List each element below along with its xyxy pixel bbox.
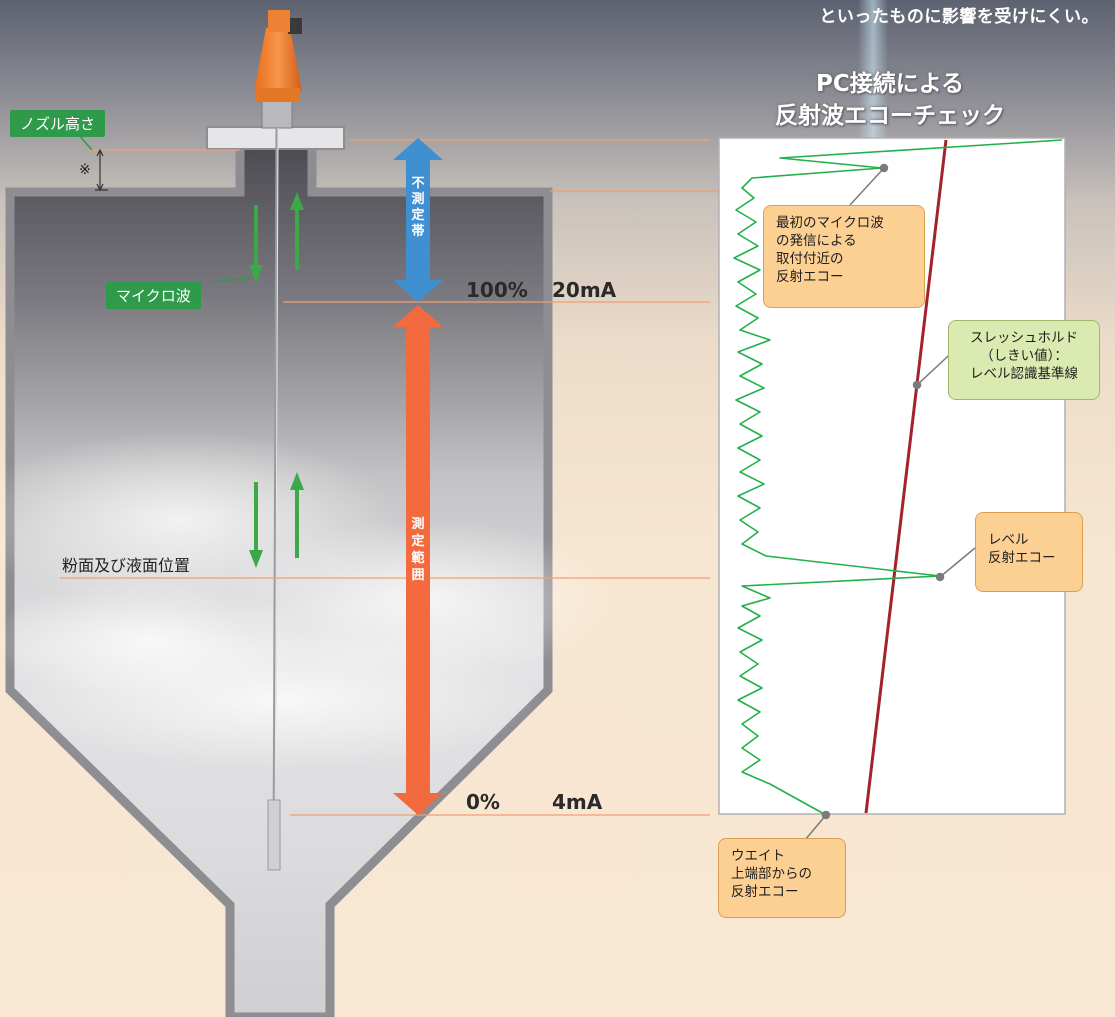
echo-trace [733,139,1063,816]
microwave-arrows [249,192,304,568]
kome-mark: ※ [79,162,91,178]
percent-100-label: 100% [466,278,528,302]
panel-title-line-1: PC接続による [815,71,965,97]
callout-first-echo: 最初のマイクロ波 の発信による 取付付近の 反射エコー [763,205,925,308]
probe-weight [267,799,281,871]
measuring-range-text: 測 定 範 囲 [411,517,425,583]
callout-level-echo: レベル 反射エコー [975,512,1083,592]
nozzle-height-marker [88,148,240,192]
measuring-range-arrow [393,305,443,815]
ma-4-label: 4mA [552,790,603,814]
sensor-head [254,10,302,129]
light-beam [858,0,888,140]
dead-zone-arrow [393,138,443,302]
threshold-line [864,139,948,814]
top-caption: といったものに影響を受けにくい。 [819,7,1099,27]
callout-weight-echo: ウエイト 上端部からの 反射エコー [718,838,846,918]
surface-position-label: 粉面及び液面位置 [62,556,191,575]
callout-threshold: スレッシュホルド （しきい値）： レベル認識基準線 [948,320,1100,400]
nozzle-height-label: ノズル高さ [10,110,106,137]
percent-0-label: 0% [466,790,500,814]
dead-zone-text: 不 測 定 帯 [411,176,425,239]
microwave-label: マイクロ波 [106,282,201,309]
probe-rope [272,127,279,861]
ma-20-label: 20mA [552,278,617,302]
panel-title-line-2: 反射波エコーチェック [775,103,1005,129]
